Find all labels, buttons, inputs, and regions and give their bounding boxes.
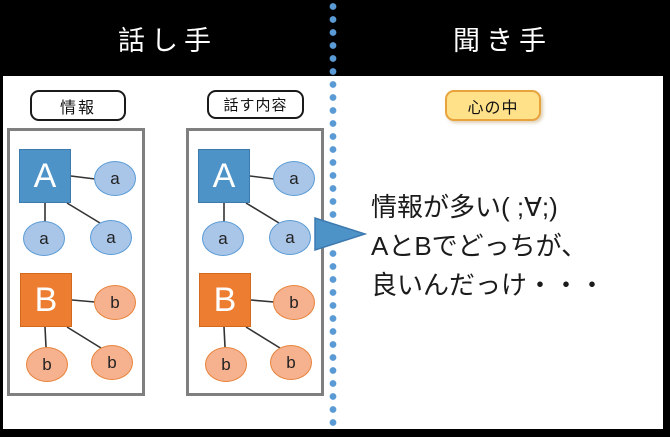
connector-lines (223, 175, 281, 349)
node-B-square: B (199, 273, 251, 327)
node-B-square: B (20, 273, 72, 327)
node-a-circle: a (202, 221, 244, 256)
thought-line-3: 良いんだっけ・・・ (371, 270, 606, 300)
speaker-title: 話し手 (118, 25, 217, 56)
speak-content-tree-box: A a a a B b b b (186, 128, 324, 396)
thought-line-1: 情報が多い( ;∀;) (371, 192, 558, 222)
label-in-the-mind: 心の中 (445, 90, 541, 121)
frame-border-left (0, 0, 3, 437)
label-information: 情報 (30, 90, 126, 121)
listener-thought-text: 情報が多い( ;∀;) AとBでどっちが、 良いんだっけ・・・ (371, 188, 656, 305)
frame-border-right (663, 0, 670, 437)
node-b-circle: b (26, 347, 68, 382)
node-b-circle: b (205, 347, 247, 382)
speaker-header: 話し手 (0, 0, 335, 76)
node-b-circle: b (94, 285, 136, 320)
node-a-circle: a (23, 221, 65, 256)
connector-lines (44, 175, 102, 349)
thought-line-2: AとBでどっちが、 (371, 231, 588, 261)
listener-header: 聞き手 (335, 0, 670, 76)
node-b-circle: b (273, 285, 315, 320)
node-A-square: A (19, 149, 71, 203)
frame-border-bottom (0, 429, 670, 437)
label-speak-content: 話す内容 (207, 90, 304, 119)
node-a-circle: a (94, 161, 136, 196)
listener-title: 聞き手 (453, 25, 552, 56)
divider-dotted-line (329, 0, 337, 437)
right-arrow-icon (314, 216, 367, 252)
information-tree-box: A a a a B b b b (7, 128, 145, 396)
node-a-circle: a (269, 220, 311, 255)
node-a-circle: a (273, 161, 315, 196)
node-A-square: A (198, 149, 250, 203)
node-a-circle: a (90, 220, 132, 255)
node-b-circle: b (91, 345, 133, 380)
node-b-circle: b (270, 345, 312, 380)
